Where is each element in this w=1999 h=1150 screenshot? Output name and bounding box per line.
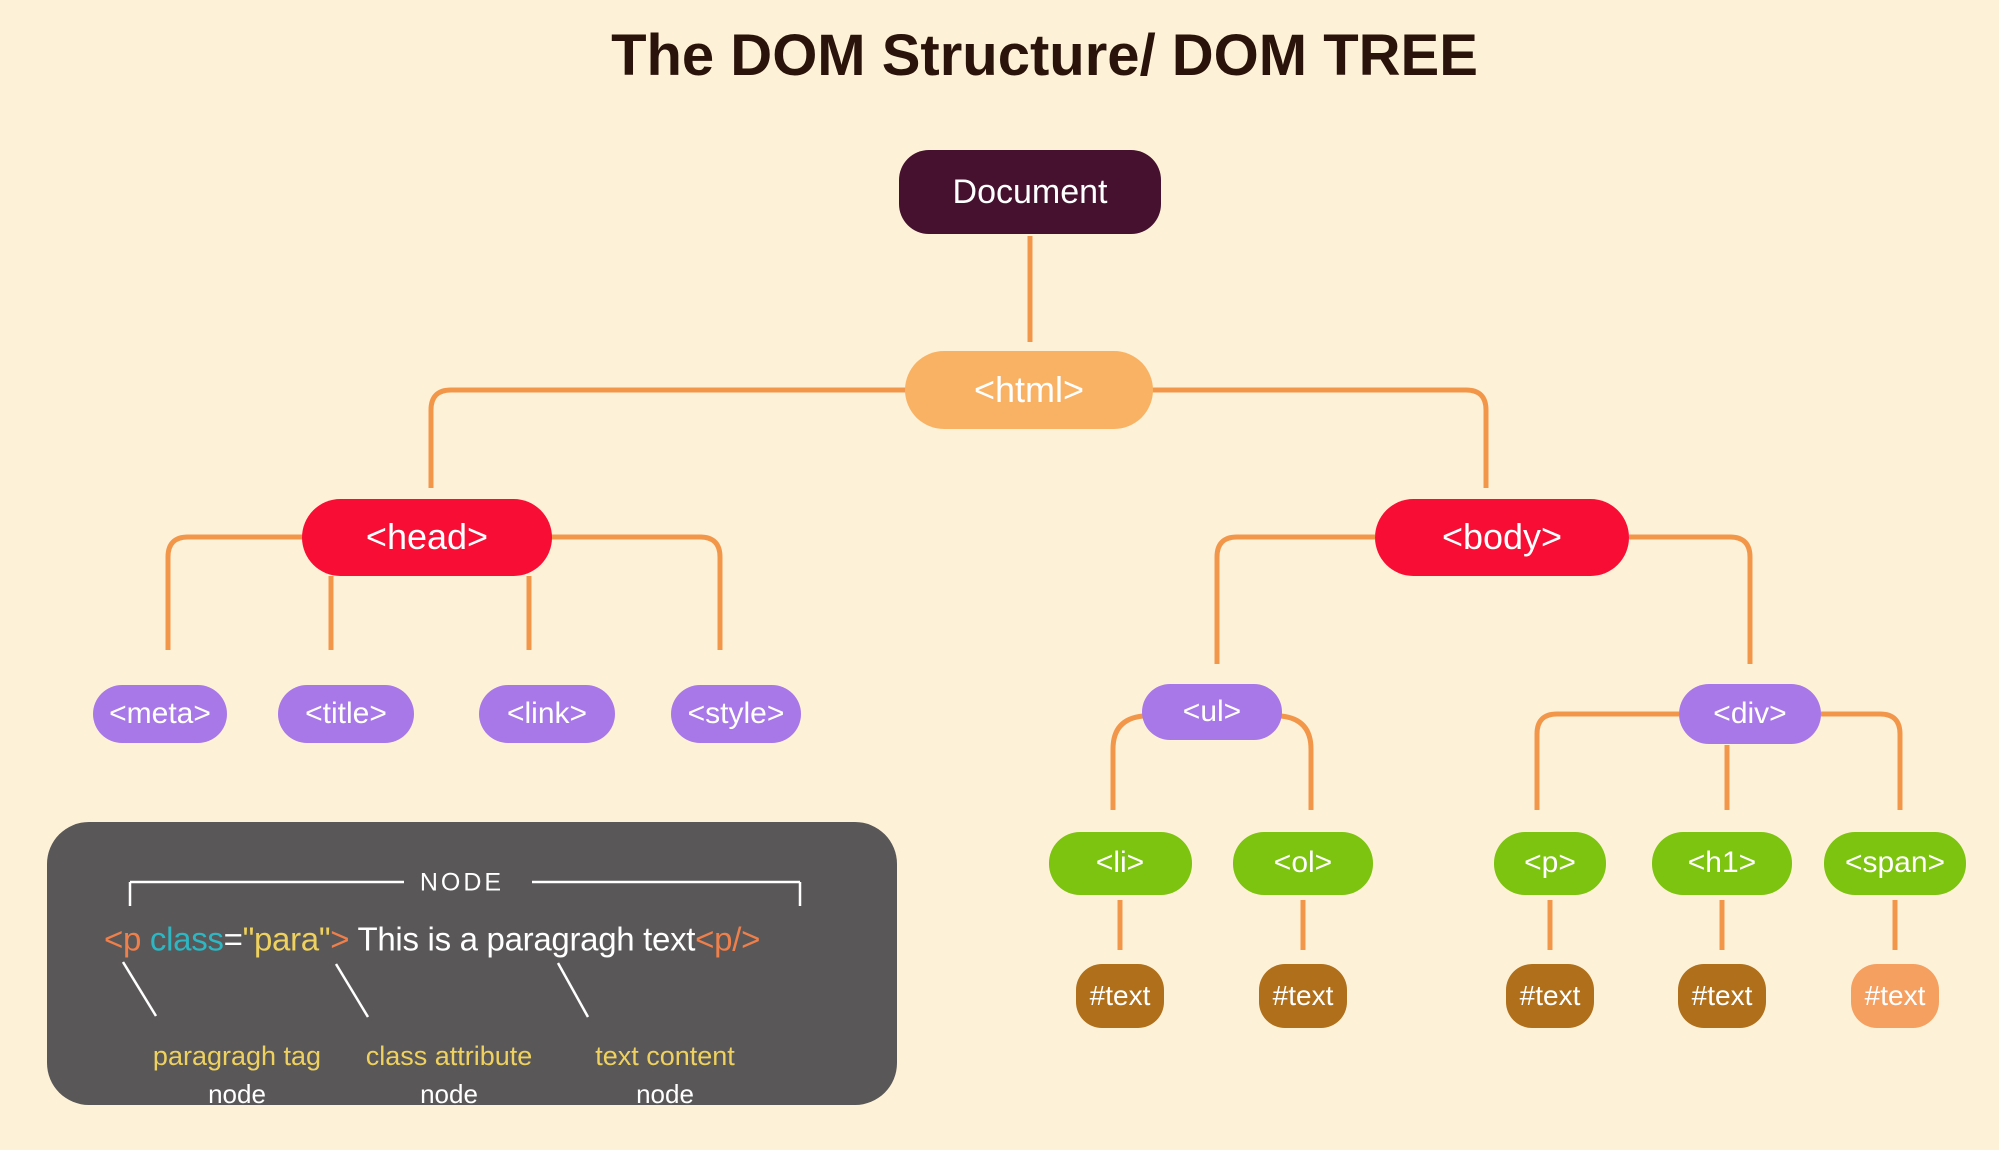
label-text-content-node: text content node <box>595 1041 735 1110</box>
connector-div-span <box>1821 711 1903 810</box>
label-paragraph-tag-node-text: paragragh tag <box>152 1041 322 1071</box>
code-segment-1 <box>141 920 150 957</box>
connector-head-style <box>551 534 723 650</box>
node-text-p: #text <box>1506 964 1594 1028</box>
node-text-span: #text <box>1851 964 1939 1028</box>
connector-pointer-text-content <box>556 962 590 1018</box>
connector-body-ul <box>1214 534 1375 664</box>
node-link: <link> <box>479 685 615 743</box>
label-text-content-node-sub: node <box>636 1079 694 1109</box>
code-segment-3: = <box>223 920 243 958</box>
page-title: The DOM Structure/ DOM TREE <box>611 23 1478 88</box>
node-ol: <ol> <box>1233 831 1373 895</box>
node-h1: <h1> <box>1652 831 1792 895</box>
connector-ul-li <box>1110 713 1144 810</box>
connector-pointer-paragraph-tag <box>121 961 158 1017</box>
legend-connectors <box>121 880 802 1018</box>
label-paragraph-tag-node-sub: node <box>208 1079 266 1109</box>
label-text-content-node-text: text content <box>595 1041 735 1071</box>
label-paragraph-tag-node: paragragh tag node <box>153 1041 321 1110</box>
node-head: <head> <box>302 498 552 576</box>
legend-box <box>47 822 897 1105</box>
legend-code-line: <p class="para"> This is a paragragh tex… <box>104 920 760 958</box>
node-text-ol: #text <box>1259 964 1347 1028</box>
tree-connectors <box>165 236 1903 950</box>
node-title-tag: <title> <box>278 685 414 743</box>
node-html: <html> <box>905 351 1153 429</box>
connector-div-p <box>1534 711 1679 810</box>
code-segment-4: "para" <box>242 920 331 958</box>
node-meta: <meta> <box>93 685 227 743</box>
label-class-attribute-node: class attribute node <box>366 1041 533 1110</box>
node-span: <span> <box>1824 831 1966 895</box>
connector-html-body <box>1152 387 1489 488</box>
connector-pointer-class-attribute <box>334 963 370 1018</box>
connector-body-div <box>1629 534 1753 664</box>
node-text-h1: #text <box>1678 964 1766 1028</box>
connector-head-meta <box>165 534 303 650</box>
code-segment-7: <p/> <box>695 920 761 958</box>
code-segment-6: This is a paragragh text <box>349 920 696 958</box>
code-segment-5: > <box>330 920 350 958</box>
node-text-li: #text <box>1076 964 1164 1028</box>
connector-html-head <box>428 387 906 488</box>
node-li: <li> <box>1048 831 1192 895</box>
node-p: <p> <box>1494 831 1606 895</box>
node-div: <div> <box>1679 684 1821 744</box>
connector-ul-ol <box>1280 713 1314 810</box>
node-document: Document <box>899 150 1161 234</box>
node-body: <body> <box>1375 498 1629 576</box>
node-style: <style> <box>671 685 801 743</box>
code-segment-2: class <box>149 920 224 958</box>
legend-node-label: NODE <box>419 868 505 897</box>
label-class-attribute-node-text: class attribute <box>365 1041 533 1071</box>
label-class-attribute-node-sub: node <box>420 1079 478 1109</box>
code-segment-0: <p <box>104 920 142 958</box>
node-ul: <ul> <box>1142 684 1282 740</box>
